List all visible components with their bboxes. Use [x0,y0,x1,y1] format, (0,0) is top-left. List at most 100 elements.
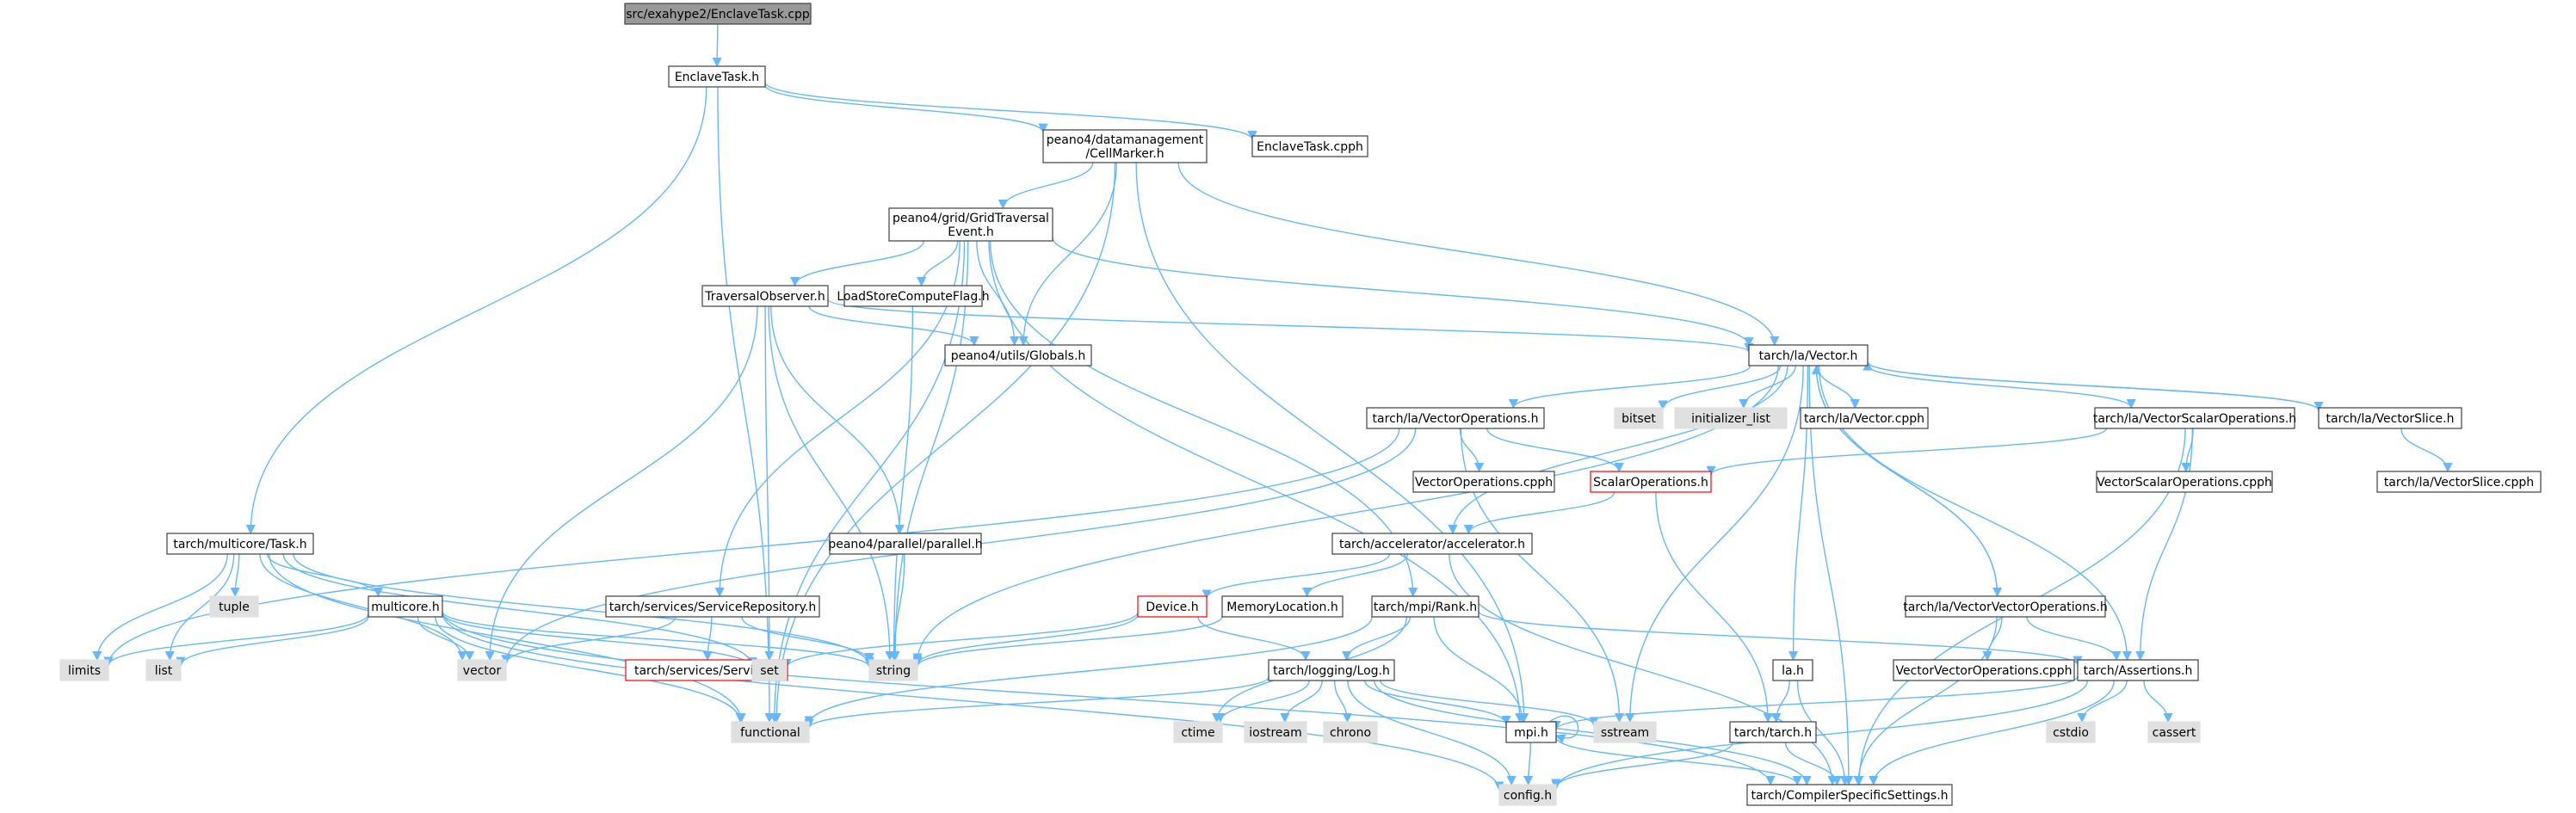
edge-parallel-to-string [889,553,905,662]
edge-vector_h-to-accel [1448,365,1788,535]
edge-assertions-to-cstdio [2077,680,2128,724]
node-chrono: chrono [1323,721,1378,743]
node-vecscalar_cpph[interactable]: VectorScalarOperations.cpph [2096,471,2273,493]
node-la_h[interactable]: la.h [1772,659,1813,681]
edge-scalarops-to-accel [1463,491,1615,535]
node-logging[interactable]: tarch/logging/Log.h [1268,659,1395,681]
node-memloc[interactable]: MemoryLocation.h [1221,595,1344,618]
node-label: tarch/mpi/Rank.h [1374,601,1477,614]
edge-logging-to-iostream [1280,680,1323,724]
node-label: cstdio [2053,726,2089,740]
edge-vector_h-to-compiler [1808,365,1854,786]
node-vecslice[interactable]: tarch/la/VectorSlice.h [2318,407,2462,429]
node-box [1590,471,1712,493]
node-globals[interactable]: peano4/utils/Globals.h [944,344,1092,366]
node-box [624,3,812,25]
edge-gridtrav-to-travobs [790,240,924,287]
node-vector: vector [457,659,507,681]
node-label: list [155,664,173,678]
node-loadstore[interactable]: LoadStoreComputeFlag.h [837,285,990,307]
edge-multicore-to-config [442,613,1504,791]
node-label: functional [740,726,800,740]
node-parallel[interactable]: peano4/parallel/parallel.h [828,533,983,555]
edge-task_h-to-multicore [266,553,383,598]
node-cstdio: cstdio [2046,721,2096,743]
node-vecvec[interactable]: tarch/la/VectorVectorOperations.h [1903,595,2108,618]
node-scalarops[interactable]: ScalarOperations.h [1590,471,1712,493]
node-accel[interactable]: tarch/accelerator/accelerator.h [1331,533,1533,555]
node-box [1042,129,1208,163]
node-box [1505,721,1557,743]
edge-la_h-to-compiler [1796,680,1850,786]
node-bitset: bitset [1614,407,1664,429]
node-compiler[interactable]: tarch/CompilerSpecificSettings.h [1746,784,1953,806]
node-label: tarch/la/VectorSlice.h [2326,412,2455,426]
node-label: src/exahype2/EnclaveTask.cpp [626,8,810,22]
node-rank[interactable]: tarch/mpi/Rank.h [1371,595,1480,618]
node-travobs[interactable]: TraversalObserver.h [701,285,829,307]
node-vecops[interactable]: tarch/la/VectorOperations.h [1366,407,1545,429]
node-vector_h[interactable]: tarch/la/Vector.h [1748,344,1869,366]
node-assertions[interactable]: tarch/Assertions.h [2077,659,2199,681]
node-multicore[interactable]: multicore.h [368,595,443,618]
node-box [2376,471,2542,493]
node-label: tarch/accelerator/accelerator.h [1339,538,1525,551]
node-vecvec_cpph[interactable]: VectorVectorOperations.cpph [1893,659,2075,681]
edge-cellmarker-to-mpi [1135,162,1529,724]
node-box [668,65,766,88]
edge-mpi-to-mpi [1548,715,1579,743]
node-device[interactable]: Device.h [1137,595,1208,618]
node-vector_cpph[interactable]: tarch/la/Vector.cpph [1800,407,1929,429]
node-tarch_h[interactable]: tarch/tarch.h [1729,721,1817,743]
node-label: ctime [1181,726,1214,740]
edge-mpi-to-config [1523,742,1534,786]
node-vecslice_cpph[interactable]: tarch/la/VectorSlice.cpph [2376,471,2542,493]
edge-multicore-to-limits [103,613,369,667]
node-label: tarch/services/Service.h [634,664,779,678]
node-label: VectorScalarOperations.cpph [2097,476,2272,490]
node-label: tarch/la/VectorVectorOperations.h [1903,601,2108,614]
node-label: VectorOperations.cpph [1415,476,1553,490]
edge-accel-to-memloc [1302,553,1409,598]
node-box [1244,721,1307,743]
node-servrepo[interactable]: tarch/services/ServiceRepository.h [605,595,820,618]
node-box [59,659,109,681]
node-box [701,285,829,307]
edge-task_h-to-limits [92,553,228,662]
node-initlist: initializer_list [1674,407,1788,429]
node-label: Device.h [1146,601,1198,614]
node-label: tarch/CompilerSpecificSettings.h [1751,789,1948,803]
node-mpi[interactable]: mpi.h [1505,721,1557,743]
node-enclave_h[interactable]: EnclaveTask.h [668,65,766,88]
edge-task_h-to-functional [269,553,746,724]
node-enclave_cpph[interactable]: EnclaveTask.cpph [1251,135,1368,157]
node-label: LoadStoreComputeFlag.h [837,290,989,304]
node-box [1251,135,1368,157]
node-label: cassert [2153,726,2196,740]
node-cellmarker[interactable]: peano4/datamanagement/CellMarker.h [1042,129,1208,163]
edge-vecvec-to-assertions [2026,616,2122,662]
node-ctime: ctime [1173,721,1223,743]
edge-vecvec-to-vecvec_cpph [1982,616,2003,662]
node-vecops_cpph[interactable]: VectorOperations.cpph [1412,471,1555,493]
node-vecscalar[interactable]: tarch/la/VectorScalarOperations.h [2093,407,2296,429]
node-box [1137,595,1208,618]
edge-enclave_h-to-enclave_cpph [764,82,1257,141]
node-label: tarch/tarch.h [1734,726,1812,740]
edge-vecscalar-to-assertions [2135,428,2193,662]
node-label: chrono [1330,726,1371,740]
edge-device-to-set [781,612,1139,668]
node-task_h[interactable]: tarch/multicore/Task.h [166,533,314,555]
node-root[interactable]: src/exahype2/EnclaveTask.cpp [624,3,812,25]
node-box [1498,784,1557,806]
node-label: ScalarOperations.h [1593,476,1708,490]
node-label: tarch/multicore/Task.h [173,538,306,551]
edge-memloc-to-string [912,616,1223,668]
edge-multicore-to-string [442,611,874,668]
edge-assertions-to-mpi [1551,675,2079,731]
node-box [731,721,810,743]
edge-vecops-to-scalarops [1486,428,1624,473]
